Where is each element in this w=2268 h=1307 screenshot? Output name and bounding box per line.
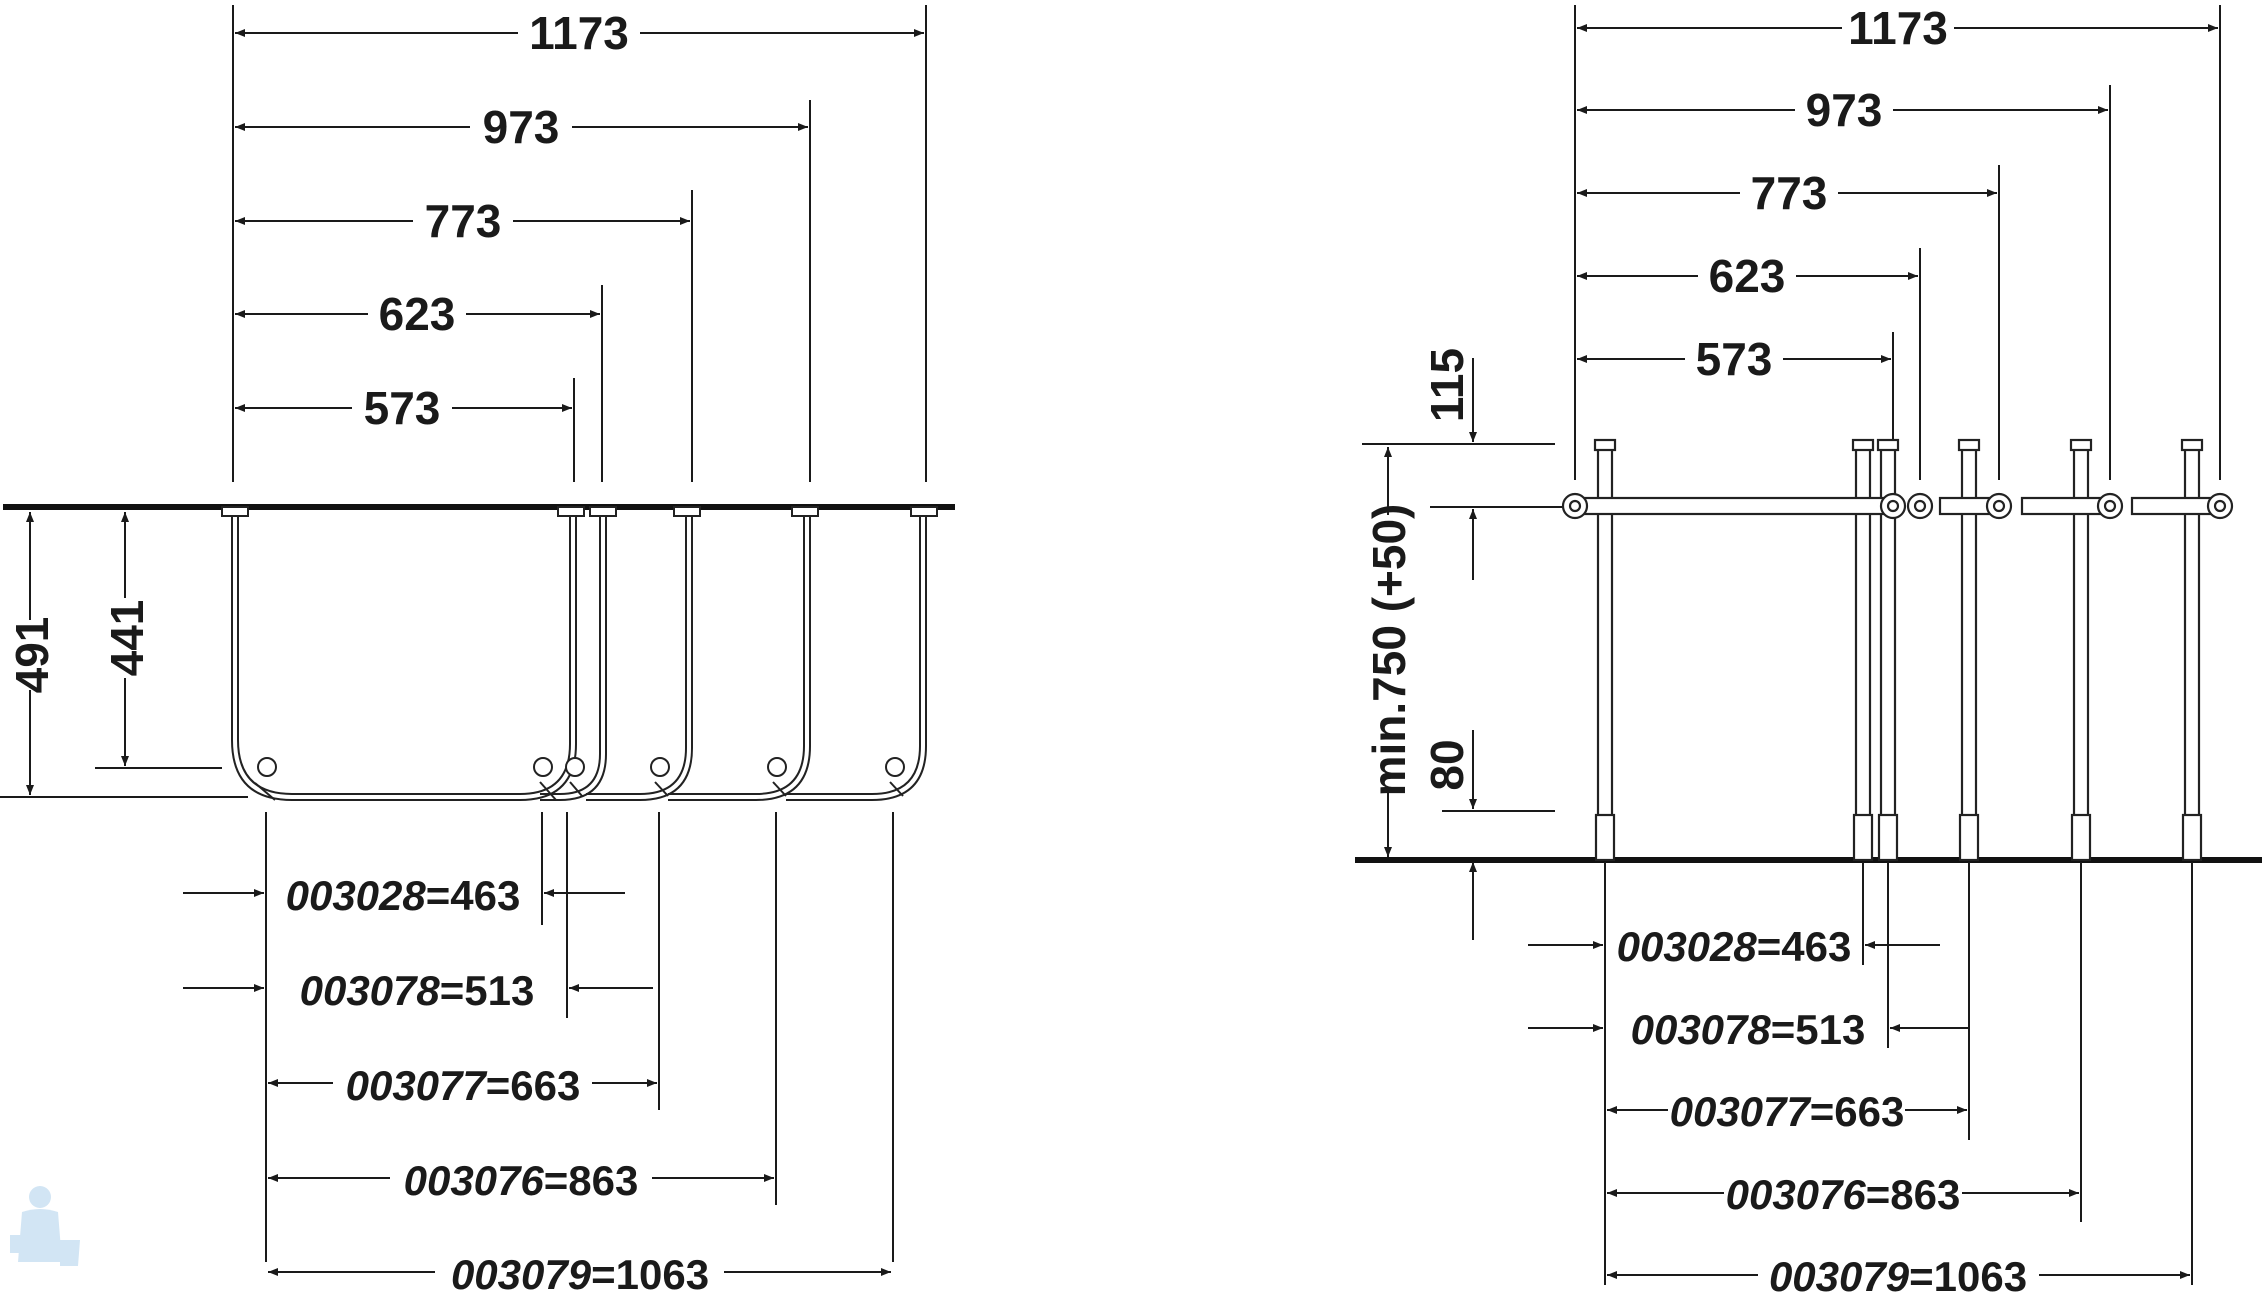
top-width-1173: 1173 xyxy=(235,7,924,59)
front-width-623: 623 xyxy=(1577,250,1918,302)
front-width-1173: 1173 xyxy=(1577,2,2218,54)
support-post xyxy=(1593,438,2204,862)
article-value: 863 xyxy=(1890,1171,1960,1218)
plumber-logo-icon xyxy=(10,1186,80,1266)
top-width-973: 973 xyxy=(235,101,808,153)
article-value: 1063 xyxy=(1934,1253,2027,1300)
rail-outline xyxy=(231,516,927,801)
front-height-main: min.750 (+50) xyxy=(1363,447,1415,857)
top-article-003076: 003076=863 xyxy=(268,1157,774,1204)
front-width-773: 773 xyxy=(1577,167,1997,219)
top-width-573: 573 xyxy=(235,382,572,434)
top-width-label: 1173 xyxy=(529,7,629,59)
top-article-003079: 003079=1063 xyxy=(268,1251,891,1298)
front-width-label: 773 xyxy=(1751,167,1828,219)
svg-text:003028=463: 003028=463 xyxy=(286,872,521,919)
article-value: 513 xyxy=(464,967,534,1014)
front-article-003028: 003028=463 xyxy=(1528,923,1940,970)
article-code: 003028 xyxy=(1617,923,1758,970)
top-width-label: 973 xyxy=(483,101,560,153)
top-width-label: 773 xyxy=(425,195,502,247)
svg-text:003079=1063: 003079=1063 xyxy=(451,1251,709,1298)
front-view: 1173 973 773 623 573 xyxy=(1355,2,2262,1300)
front-offset-top: 115 xyxy=(1421,348,1477,580)
svg-text:003078=513: 003078=513 xyxy=(1631,1006,1866,1053)
front-article-003079: 003079=1063 xyxy=(1607,1253,2190,1300)
front-article-003076: 003076=863 xyxy=(1607,1171,2079,1218)
article-value: 463 xyxy=(1781,923,1851,970)
article-value: 863 xyxy=(568,1157,638,1204)
article-code: 003076 xyxy=(1726,1171,1867,1218)
front-width-573: 573 xyxy=(1577,333,1891,385)
front-height-label: min.750 (+50) xyxy=(1363,504,1415,797)
svg-text:003078=513: 003078=513 xyxy=(300,967,535,1014)
article-code: 003078 xyxy=(300,967,441,1014)
article-code: 003076 xyxy=(404,1157,545,1204)
top-height-491: 491 xyxy=(6,512,58,795)
svg-text:003077=663: 003077=663 xyxy=(346,1062,581,1109)
top-article-003028: 003028=463 xyxy=(183,872,625,919)
article-value: 663 xyxy=(510,1062,580,1109)
article-value: 663 xyxy=(1834,1088,1904,1135)
top-width-623: 623 xyxy=(235,288,600,340)
front-width-label: 973 xyxy=(1806,84,1883,136)
top-width-label: 573 xyxy=(364,382,441,434)
top-width-773: 773 xyxy=(235,195,690,247)
top-view: 1173 973 773 623 573 xyxy=(0,5,955,1298)
svg-text:003077=663: 003077=663 xyxy=(1670,1088,1905,1135)
article-value: 513 xyxy=(1795,1006,1865,1053)
svg-text:003028=463: 003028=463 xyxy=(1617,923,1852,970)
front-article-003078: 003078=513 xyxy=(1528,1006,1968,1053)
top-height-label: 491 xyxy=(6,617,58,694)
article-code: 003078 xyxy=(1631,1006,1772,1053)
svg-text:003076=863: 003076=863 xyxy=(1726,1171,1961,1218)
top-article-003077: 003077=663 xyxy=(268,1062,657,1109)
front-width-label: 623 xyxy=(1709,250,1786,302)
top-article-003078: 003078=513 xyxy=(183,967,653,1014)
front-width-label: 573 xyxy=(1696,333,1773,385)
article-code: 003077 xyxy=(346,1062,488,1109)
article-value: 463 xyxy=(450,872,520,919)
svg-text:003079=1063: 003079=1063 xyxy=(1769,1253,2027,1300)
front-width-label: 1173 xyxy=(1848,2,1948,54)
front-offset-bottom: 80 xyxy=(1421,730,1477,940)
front-offset-label: 80 xyxy=(1421,739,1473,790)
top-height-441: 441 xyxy=(101,512,153,766)
grab-rail xyxy=(1561,492,2234,520)
top-width-label: 623 xyxy=(379,288,456,340)
top-height-label: 441 xyxy=(101,600,153,677)
front-offset-label: 115 xyxy=(1421,348,1473,422)
article-code: 003079 xyxy=(1769,1253,1910,1300)
front-width-973: 973 xyxy=(1577,84,2108,136)
article-value: 1063 xyxy=(616,1251,709,1298)
article-code: 003077 xyxy=(1670,1088,1812,1135)
article-code: 003028 xyxy=(286,872,427,919)
front-article-003077: 003077=663 xyxy=(1607,1088,1967,1135)
svg-text:003076=863: 003076=863 xyxy=(404,1157,639,1204)
article-code: 003079 xyxy=(451,1251,592,1298)
